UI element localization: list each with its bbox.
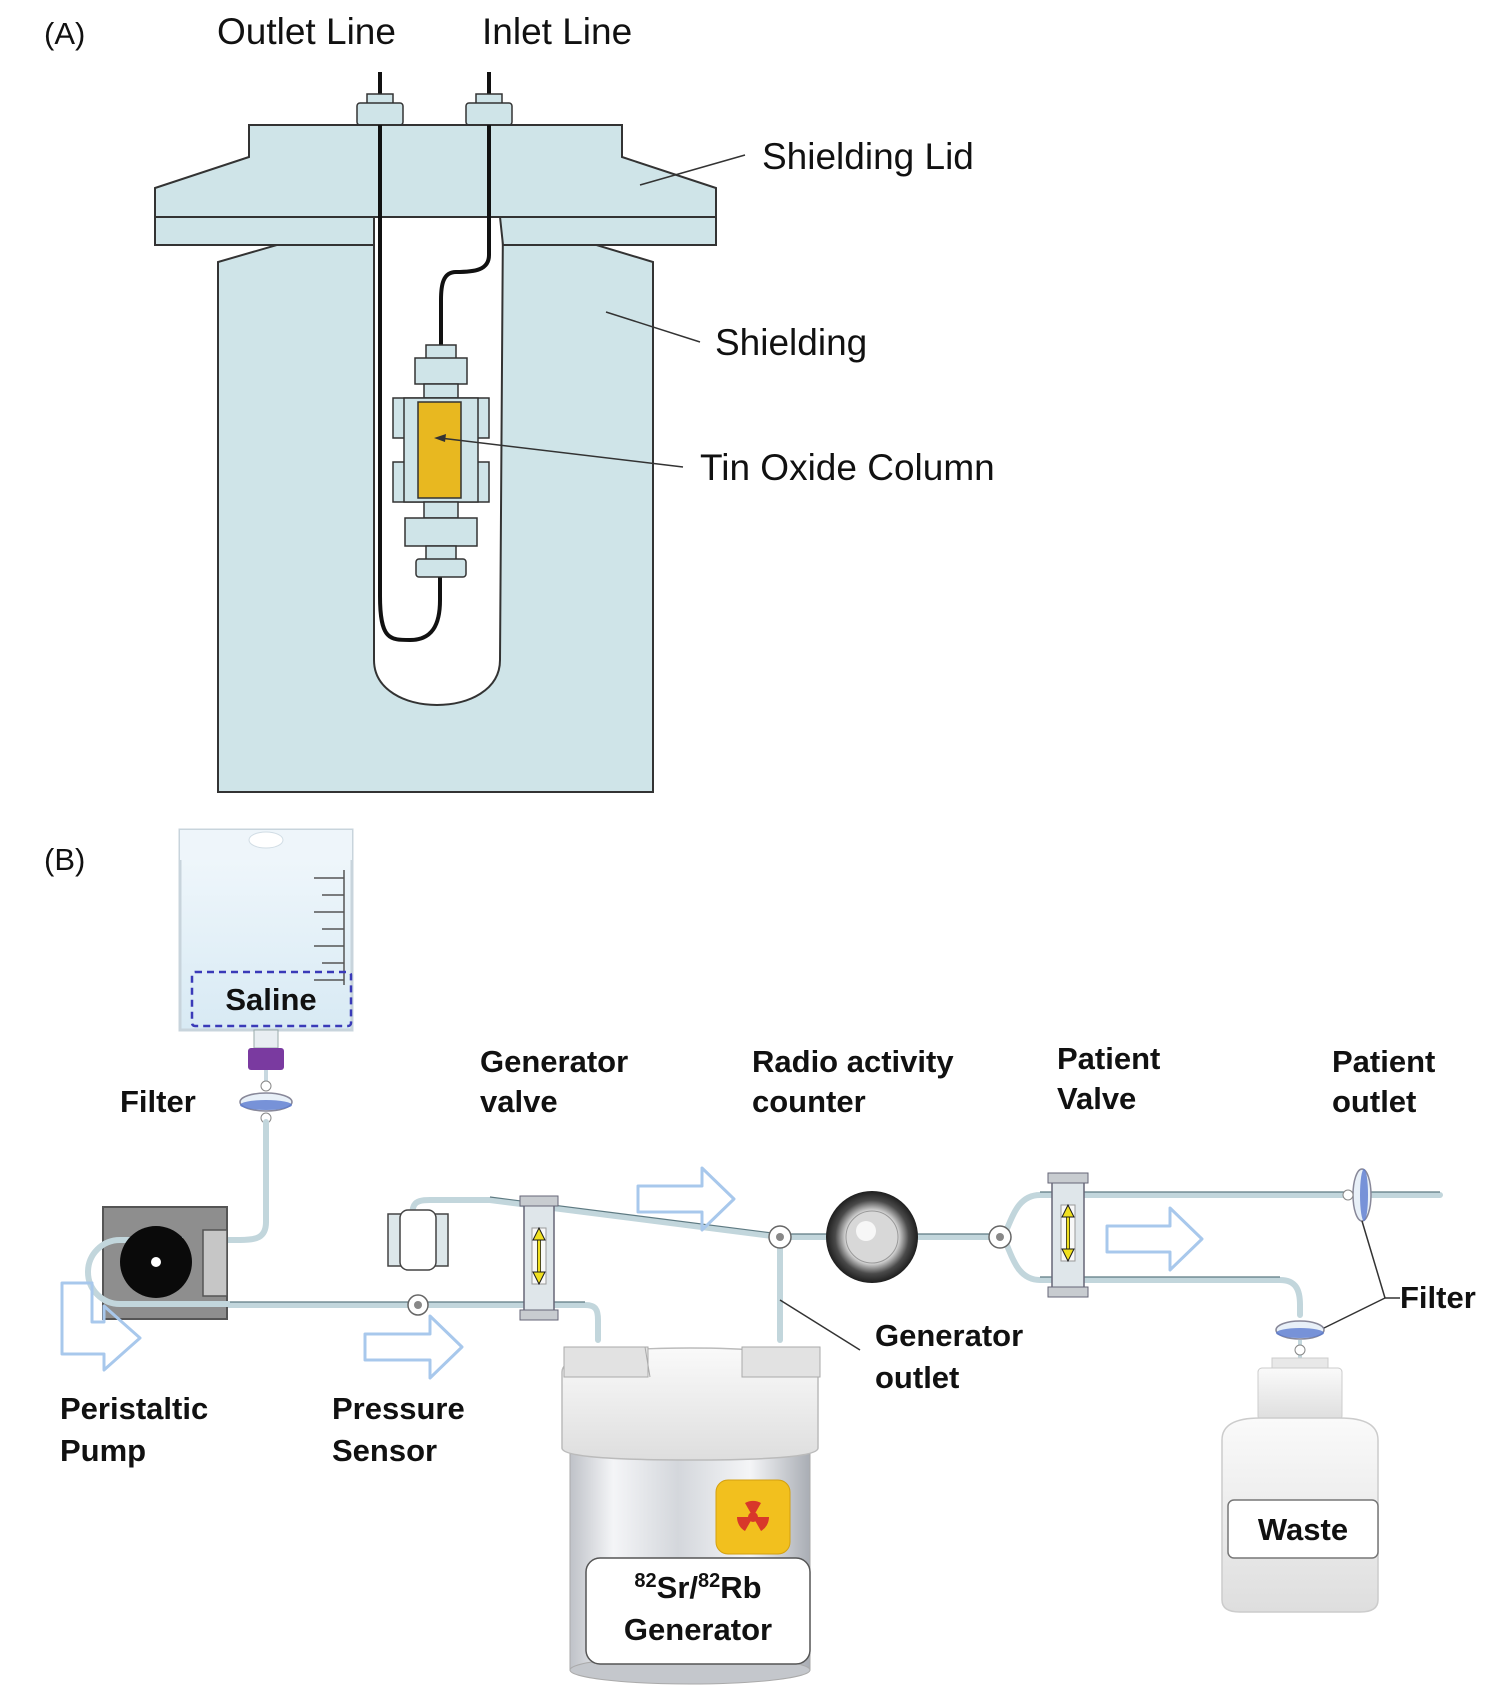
generator: 82Sr/82Rb Generator	[561, 1346, 821, 1685]
pressure-sensor	[387, 1209, 449, 1316]
flow-arrow-icon	[363, 1314, 464, 1380]
patient-outlet-filter	[1342, 1168, 1372, 1222]
generator-valve	[519, 1195, 559, 1321]
panel-b-label: (B)	[44, 842, 85, 877]
leader-filter-waste	[1323, 1297, 1386, 1329]
shielding-label: Shielding	[715, 322, 867, 363]
patient-valve	[1047, 1172, 1089, 1298]
filter-right-label: Filter	[1400, 1280, 1476, 1315]
flow-arrow-icon	[636, 1166, 736, 1232]
tin-oxide-column-assembly	[392, 344, 490, 578]
radiation-icon	[715, 1479, 791, 1555]
waste-filter	[1275, 1320, 1325, 1360]
bag-port	[253, 1029, 279, 1049]
leader-shielding-lid	[639, 154, 746, 186]
inlet-fitting	[465, 93, 513, 126]
inlet-tubing	[439, 125, 491, 345]
flow-arrow-icon	[1105, 1206, 1204, 1272]
filter-top-label: Filter	[120, 1084, 196, 1119]
generator-label-line1: 82Sr/82Rb	[634, 1570, 761, 1605]
tin-oxide-column	[417, 401, 462, 499]
panel-a-label: (A)	[44, 16, 85, 51]
shielding-lid	[154, 124, 717, 246]
shielding-lid-label: Shielding Lid	[762, 136, 974, 177]
leader-filter-outlet	[1361, 1220, 1386, 1299]
inlet-line-label: Inlet Line	[482, 11, 632, 52]
leader-shielding	[605, 311, 701, 343]
flow-arrow-icon	[60, 1281, 142, 1372]
saline-bag: Saline	[178, 828, 354, 1032]
tin-oxide-column-label: Tin Oxide Column	[700, 447, 995, 488]
waste-bottle: Waste	[1221, 1357, 1379, 1613]
outlet-tubing	[378, 125, 442, 643]
leader-generator-outlet	[779, 1299, 861, 1351]
valve-arrow-icon	[1061, 1203, 1075, 1263]
leader-arrowhead	[434, 434, 446, 442]
junction-generator	[768, 1225, 792, 1249]
panel-b: (B) Saline	[44, 828, 1476, 1685]
radio-activity-counter	[826, 1191, 918, 1283]
peristaltic-pump	[85, 1206, 230, 1320]
graduation-marks	[314, 877, 344, 981]
valve-arrow-icon	[532, 1226, 546, 1286]
shielding-body	[217, 215, 654, 793]
filter-cap	[248, 1048, 284, 1070]
waste-label: Waste	[1258, 1512, 1348, 1547]
saline-label: Saline	[225, 982, 316, 1017]
leader-tin-oxide	[439, 437, 684, 468]
junction-patient	[988, 1225, 1012, 1249]
panel-a: (A) Outlet Line Inlet Line	[44, 11, 995, 793]
outlet-fitting	[356, 93, 404, 126]
outlet-line-label: Outlet Line	[217, 11, 396, 52]
generator-label-line2: Generator	[624, 1612, 772, 1647]
top-filter	[239, 1070, 293, 1124]
